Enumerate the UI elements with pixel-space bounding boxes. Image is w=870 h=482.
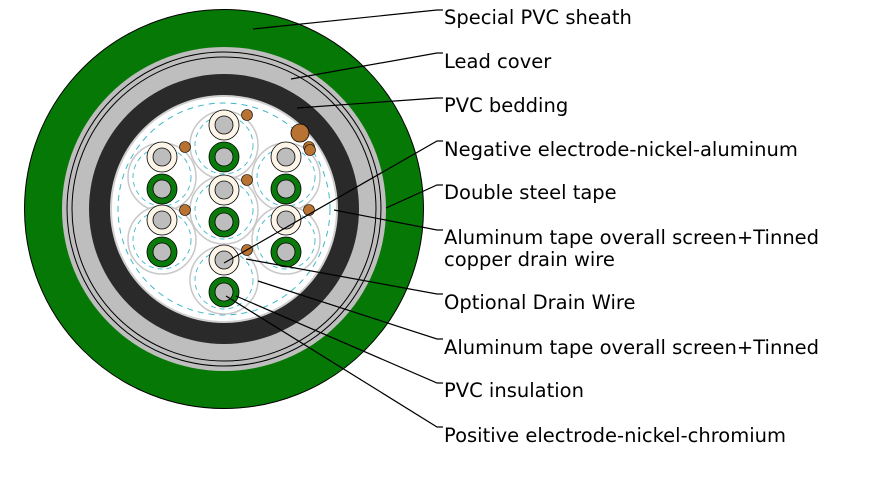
twisted-pair [127, 204, 197, 275]
negative-conductor [152, 210, 172, 230]
positive-conductor [276, 179, 296, 199]
positive-conductor [152, 242, 172, 262]
twisted-pair [251, 141, 321, 212]
pair-drain-wire [304, 144, 316, 156]
label-lead-cover: Lead cover [444, 50, 552, 73]
positive-conductor [214, 212, 234, 232]
negative-conductor [214, 250, 234, 270]
twisted-pair [189, 109, 259, 180]
twisted-pair [251, 204, 321, 275]
leader-line-pvc-insulation [235, 295, 443, 384]
steel-tape-line-outer [66, 51, 382, 367]
twisted-pair [189, 174, 259, 245]
label-double-steel-tape: Double steel tape [444, 181, 617, 204]
leader-line-pvc-bedding [296, 97, 443, 109]
negative-conductor [152, 147, 172, 167]
negative-conductor [214, 180, 234, 200]
twisted-pair [189, 244, 259, 315]
pair-drain-wire [241, 174, 253, 186]
label-aluminum-tape-drain: Aluminum tape overall screen+Tinned [444, 226, 820, 249]
label-aluminum-tape-screen: Aluminum tape overall screen+Tinned [444, 336, 820, 359]
leader-line-special-pvc-sheath [252, 9, 443, 30]
overall-screen [117, 102, 331, 316]
leader-line-positive-electrode [225, 295, 443, 428]
pair-drain-wire [241, 109, 253, 121]
leader-line-aluminum-tape-drain [333, 209, 443, 231]
label-positive-electrode: Positive electrode-nickel-chromium [444, 424, 786, 447]
label-aluminum-tape-drain-line2: copper drain wire [444, 248, 615, 271]
tinned-copper-drain-wire [290, 123, 310, 143]
label-pvc-bedding: PVC bedding [444, 94, 569, 117]
steel-tape-line-inner [71, 56, 377, 362]
positive-conductor [152, 179, 172, 199]
label-optional-drain-wire: Optional Drain Wire [444, 291, 636, 314]
pair-drain-wire [179, 141, 191, 153]
label-special-pvc-sheath: Special PVC sheath [444, 6, 632, 29]
negative-conductor [276, 210, 296, 230]
leader-line-aluminum-tape-screen [257, 280, 443, 340]
negative-conductor [276, 147, 296, 167]
negative-conductor [214, 115, 234, 135]
twisted-pair [127, 141, 197, 212]
leader-line-lead-cover [290, 52, 443, 80]
leader-line-negative-electrode [223, 140, 443, 264]
positive-conductor [276, 242, 296, 262]
label-negative-electrode: Negative electrode-nickel-aluminum [444, 138, 798, 161]
label-pvc-insulation: PVC insulation [444, 379, 584, 402]
leader-line-optional-drain-wire [245, 258, 443, 295]
leader-line-double-steel-tape [385, 184, 443, 209]
positive-conductor [214, 282, 234, 302]
positive-conductor [214, 147, 234, 167]
pair-drain-wire [179, 204, 191, 216]
